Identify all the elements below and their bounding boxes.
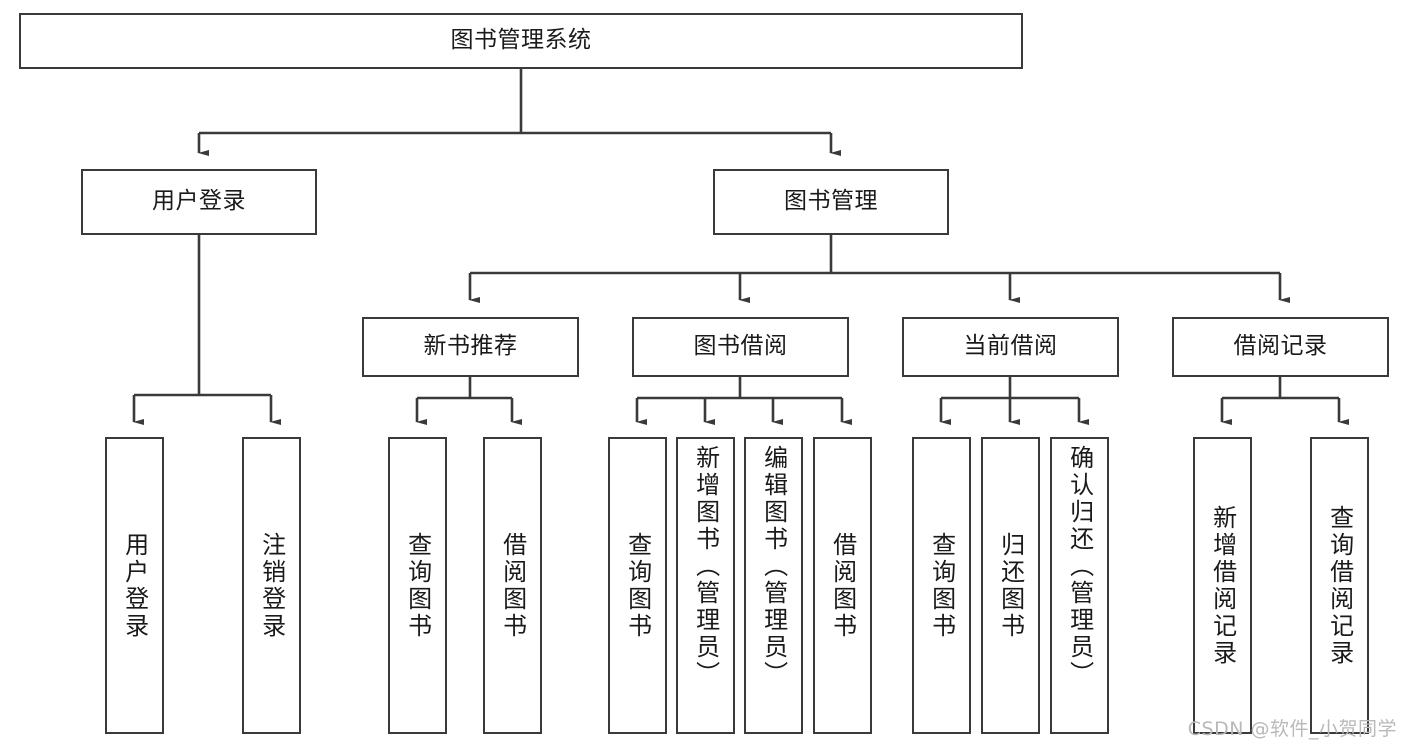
leaf-query-books-recommend[interactable]: 查询图书 bbox=[388, 437, 447, 734]
node-label: 归还图书 bbox=[996, 531, 1025, 640]
node-user-login[interactable]: 用户登录 bbox=[81, 169, 317, 235]
node-label: 图书借阅 bbox=[693, 333, 788, 360]
node-borrow-records[interactable]: 借阅记录 bbox=[1172, 317, 1389, 377]
leaf-return-books[interactable]: 归还图书 bbox=[981, 437, 1040, 734]
leaf-query-borrow-record[interactable]: 查询借阅记录 bbox=[1310, 437, 1369, 734]
leaf-edit-book-admin[interactable]: 编辑图书（管理员） bbox=[744, 437, 803, 734]
node-label: 图书管理系统 bbox=[450, 27, 592, 54]
node-label: 查询借阅记录 bbox=[1325, 504, 1354, 667]
node-label: 新增借阅记录 bbox=[1208, 504, 1237, 667]
node-label: 注销登录 bbox=[257, 531, 286, 640]
leaf-query-books-borrow[interactable]: 查询图书 bbox=[608, 437, 667, 734]
leaf-confirm-return-admin[interactable]: 确认归还（管理员） bbox=[1050, 437, 1109, 734]
node-label: 借阅图书 bbox=[828, 531, 857, 640]
node-label: 确认归还（管理员） bbox=[1065, 445, 1094, 688]
node-book-borrow[interactable]: 图书借阅 bbox=[632, 317, 849, 377]
leaf-borrow-books-recommend[interactable]: 借阅图书 bbox=[483, 437, 542, 734]
node-label: 新书推荐 bbox=[423, 333, 518, 360]
leaf-borrow-books-borrow[interactable]: 借阅图书 bbox=[813, 437, 872, 734]
node-label: 用户登录 bbox=[120, 531, 149, 640]
node-label: 查询图书 bbox=[403, 531, 432, 640]
node-label: 编辑图书（管理员） bbox=[759, 445, 788, 688]
node-label: 图书管理 bbox=[784, 188, 878, 215]
leaf-query-books-current[interactable]: 查询图书 bbox=[912, 437, 971, 734]
leaf-add-book-admin[interactable]: 新增图书（管理员） bbox=[676, 437, 735, 734]
node-label: 用户登录 bbox=[152, 188, 246, 215]
node-label: 借阅图书 bbox=[498, 531, 527, 640]
node-label: 借阅记录 bbox=[1233, 333, 1328, 360]
leaf-user-login[interactable]: 用户登录 bbox=[105, 437, 164, 734]
node-book-management[interactable]: 图书管理 bbox=[713, 169, 949, 235]
node-label: 查询图书 bbox=[927, 531, 956, 640]
node-new-book-recommend[interactable]: 新书推荐 bbox=[362, 317, 579, 377]
leaf-add-borrow-record[interactable]: 新增借阅记录 bbox=[1193, 437, 1252, 734]
leaf-logout-login[interactable]: 注销登录 bbox=[242, 437, 301, 734]
node-current-borrow[interactable]: 当前借阅 bbox=[902, 317, 1119, 377]
node-label: 新增图书（管理员） bbox=[691, 445, 720, 688]
node-label: 当前借阅 bbox=[963, 333, 1058, 360]
node-root-system[interactable]: 图书管理系统 bbox=[19, 13, 1023, 69]
node-label: 查询图书 bbox=[623, 531, 652, 640]
